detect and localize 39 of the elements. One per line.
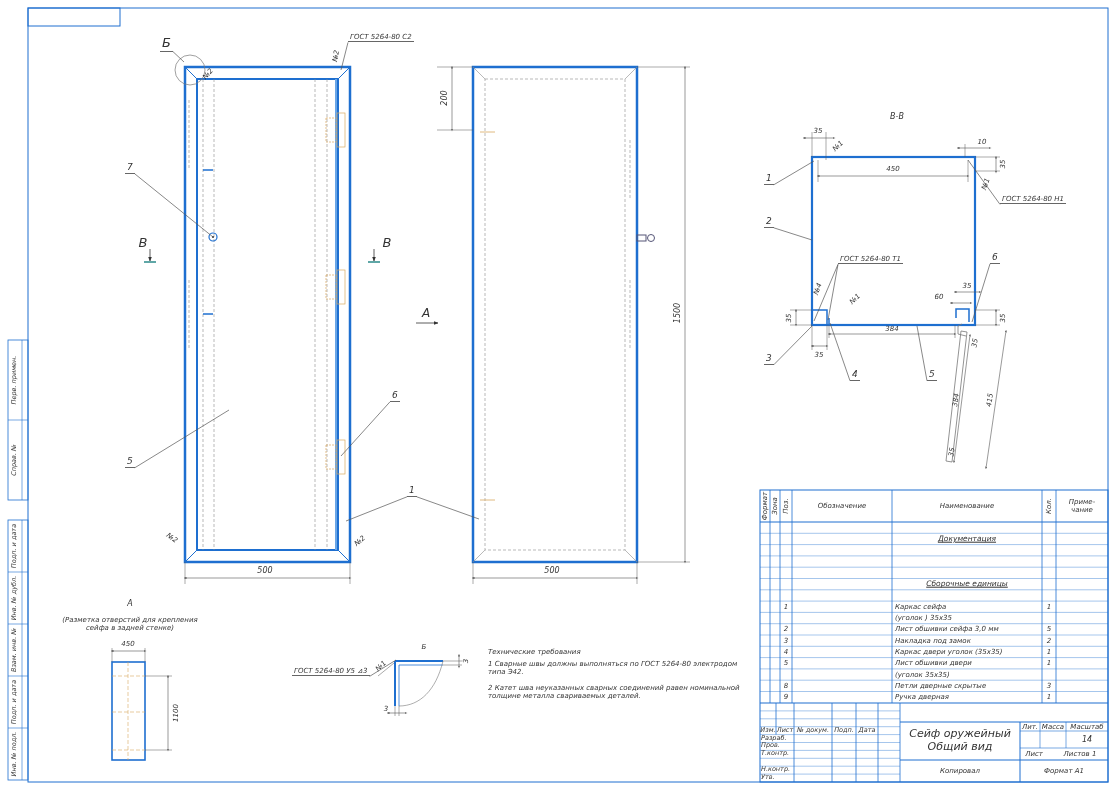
scale-value: 14: [1081, 735, 1093, 745]
callout-label: Б: [160, 35, 173, 52]
callout-label: 2: [764, 216, 774, 228]
leader-line: [340, 401, 391, 457]
leader-line: [773, 227, 813, 241]
leader-line: [345, 496, 408, 522]
dimension-value: 1500: [673, 302, 683, 324]
section-title: В-В: [890, 112, 904, 122]
leader-line: [829, 322, 851, 382]
view-letter: А: [421, 307, 431, 321]
callout-label: 3: [764, 353, 774, 365]
callout-label: 5: [927, 369, 937, 381]
leader-line: [916, 325, 928, 382]
callout-label: 1: [407, 485, 417, 497]
dimension-value: 500: [544, 566, 560, 576]
leader-line: [172, 51, 185, 63]
leader-line: [773, 325, 813, 366]
callout-label: 1: [764, 173, 774, 185]
view-letter: А: [127, 599, 133, 609]
leader-line: [134, 409, 230, 469]
leader-line: [827, 264, 839, 321]
leader-line: [773, 160, 815, 186]
callout-label: 7: [125, 162, 135, 174]
callout-label: 5: [125, 456, 135, 468]
dimension-value: 200: [440, 90, 450, 106]
leader-line: [369, 659, 397, 677]
leader-line: [340, 42, 349, 71]
callout-label: 6: [390, 390, 400, 402]
leader-line: [134, 173, 214, 238]
leader-line: [416, 496, 480, 520]
callout-label: 4: [850, 369, 860, 381]
section-letter: В: [382, 235, 392, 251]
dimension-value: 500: [257, 566, 273, 576]
callout-label: 6: [990, 252, 1000, 264]
drawing-name: Сейф оружейный Общий вид: [908, 728, 1012, 754]
leader-line: [967, 159, 1001, 205]
leader-line: [971, 263, 991, 323]
leader-line: [813, 264, 839, 322]
section-letter: В: [138, 235, 148, 251]
